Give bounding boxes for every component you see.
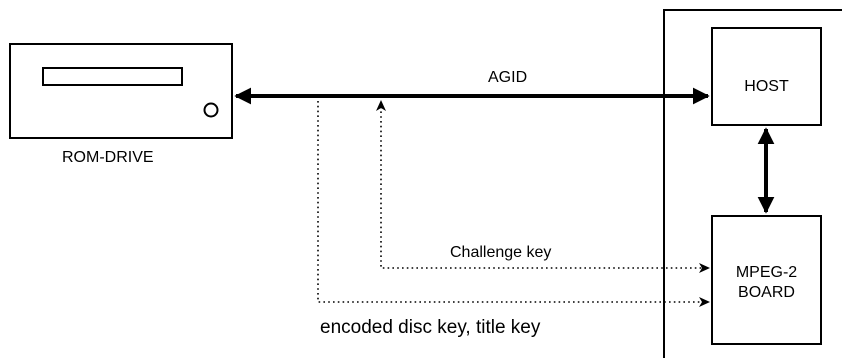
challenge-key-label: Challenge key [450,244,552,261]
encoded-keys-arrowhead-right [699,297,710,307]
rom-drive-slot [42,67,183,86]
challenge-key-arrowhead-right [699,263,710,273]
mpeg2-board-label-line2: BOARD [738,284,795,301]
host-box [711,27,822,126]
mpeg2-board-box [711,215,822,345]
agid-label: AGID [488,69,528,86]
system-enclosure [663,9,842,358]
host-label: HOST [744,78,789,95]
mpeg2-board-label-line1: MPEG-2 [735,264,798,281]
rom-drive-label: ROM-DRIVE [62,149,154,166]
rom-drive-button [203,102,219,118]
encoded-keys-path [317,101,706,303]
challenge-key-arrowhead-up [376,100,386,111]
encoded-keys-label: encoded disc key, title key [320,317,541,338]
mpeg2-board-label: MPEG-2 BOARD [712,263,821,303]
rom-drive-body [9,43,233,139]
